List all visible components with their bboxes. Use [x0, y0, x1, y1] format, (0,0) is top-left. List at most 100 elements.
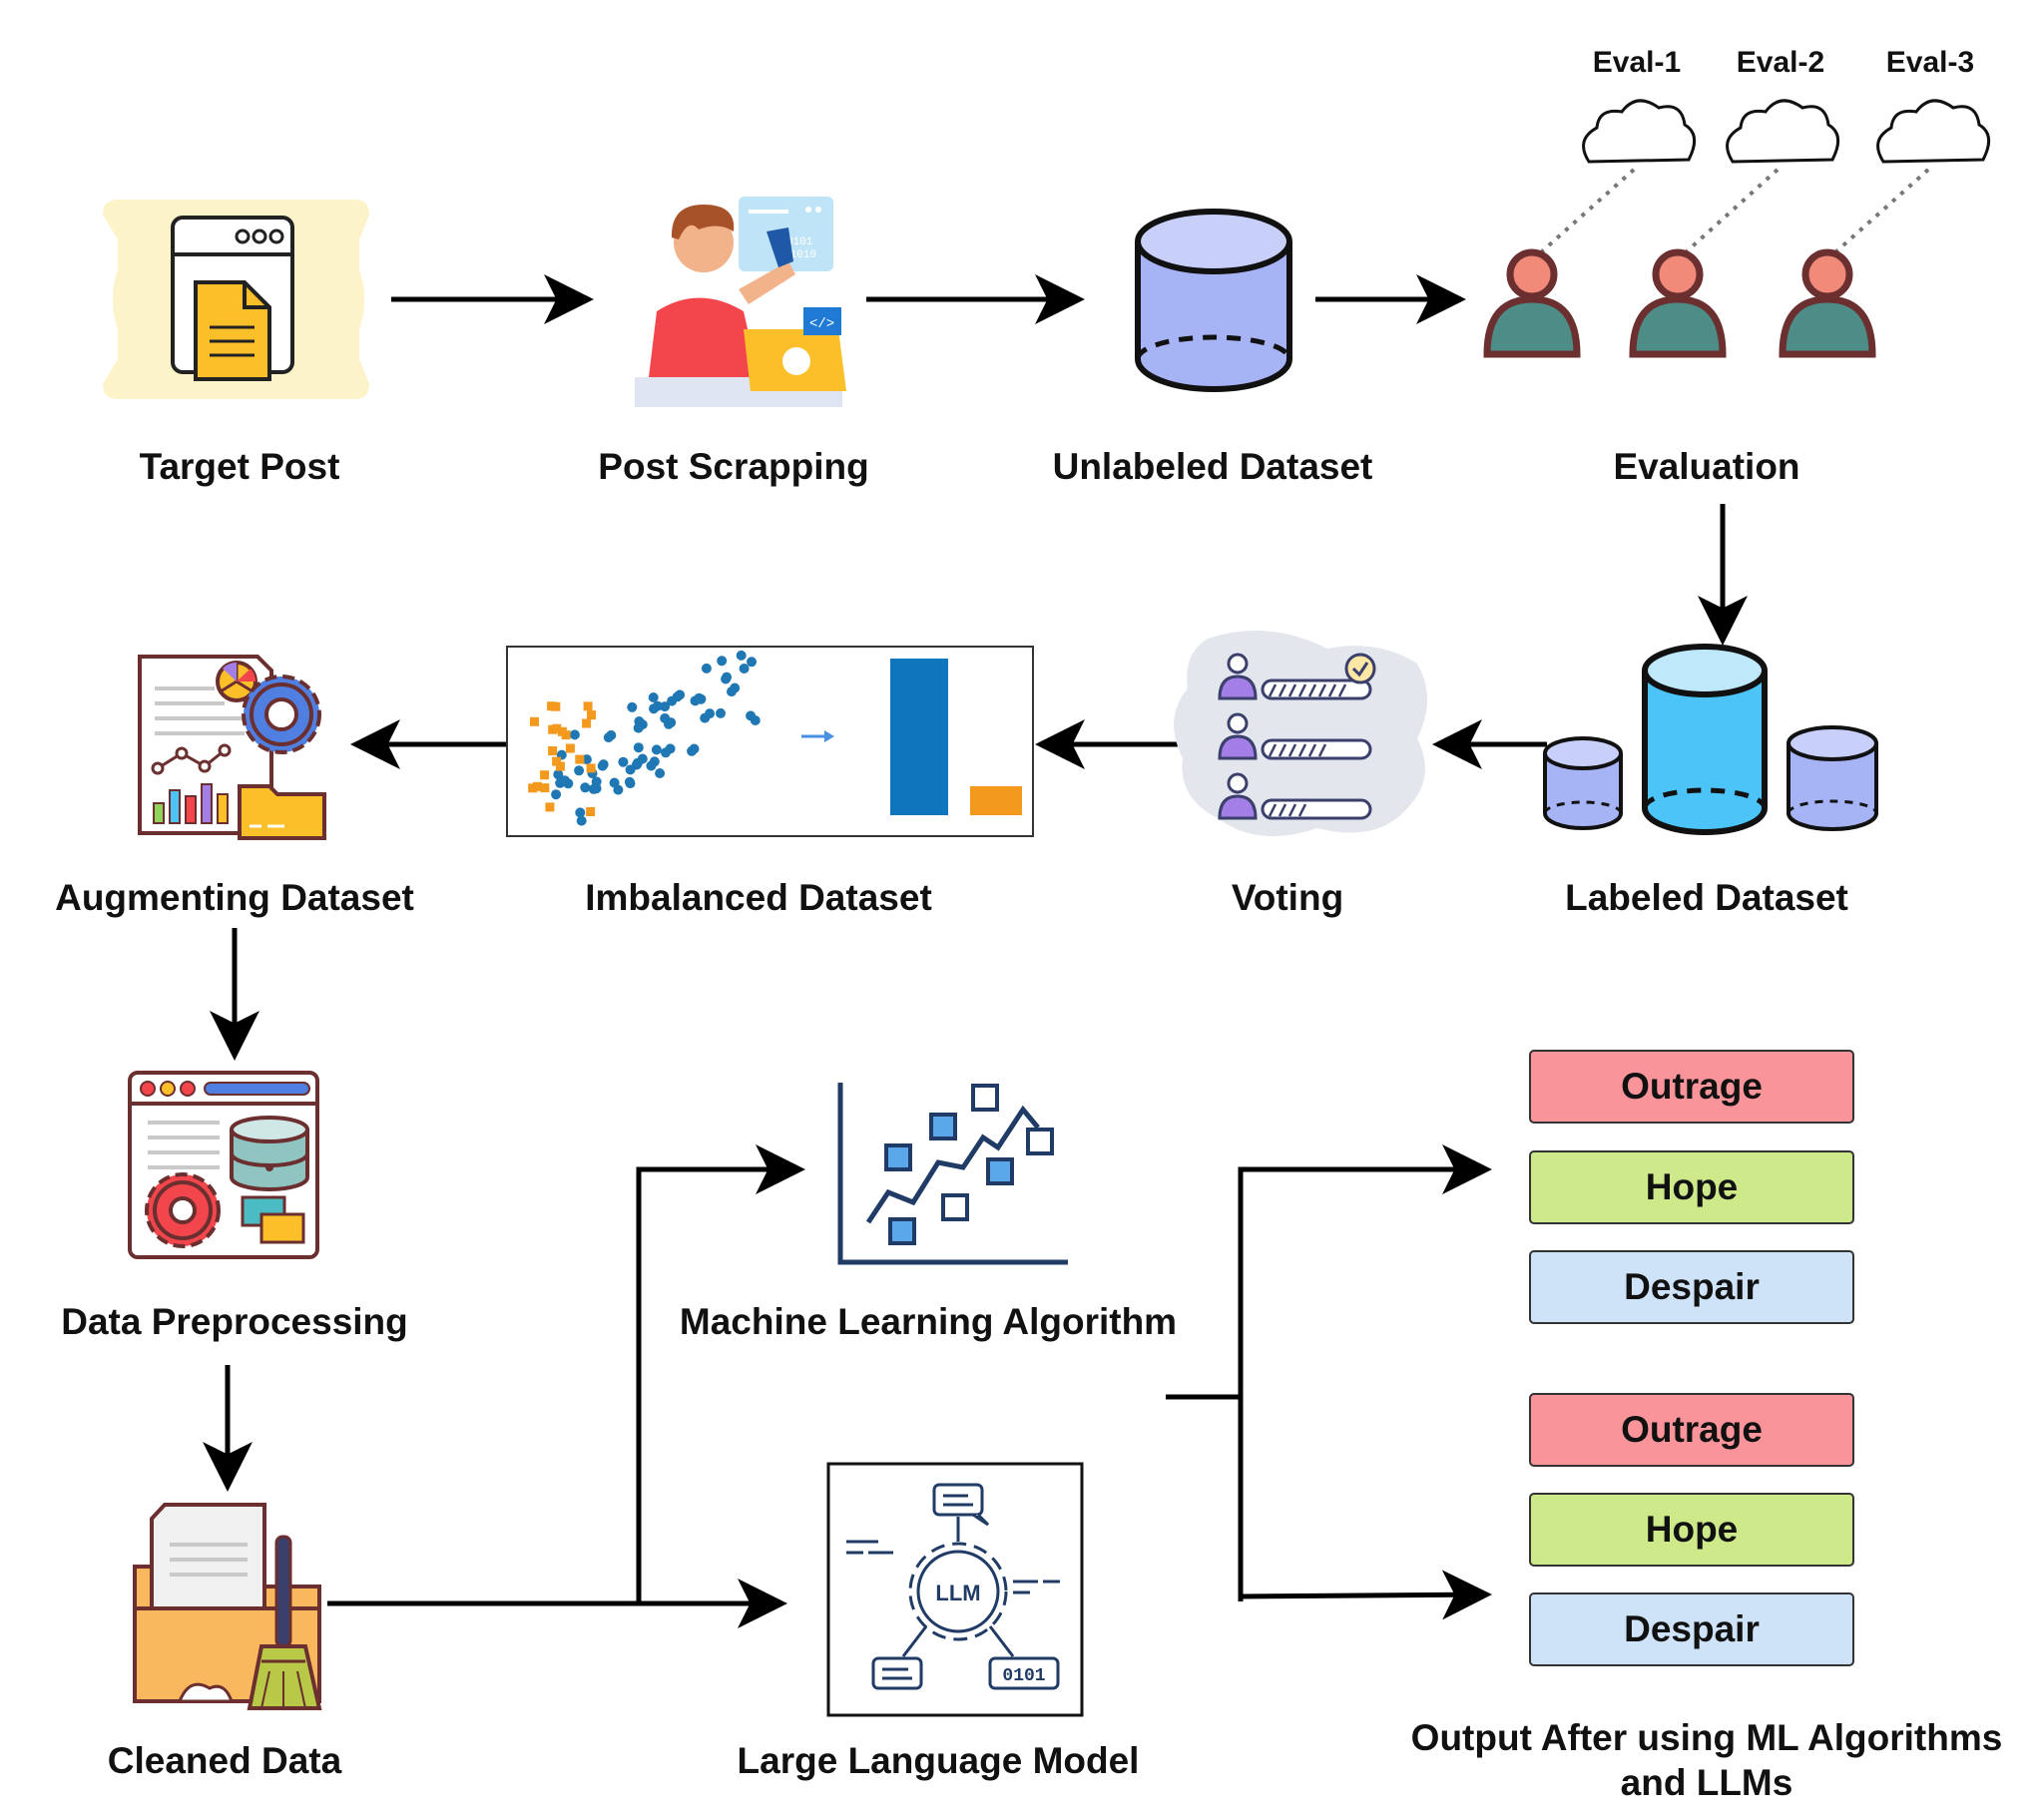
eval-2-label: Eval-2	[1736, 46, 1825, 79]
scatter-square	[582, 718, 592, 728]
unlabeled-dataset-icon	[1135, 209, 1292, 392]
scatter-dot	[664, 718, 674, 729]
eval-3-label: Eval-3	[1885, 46, 1975, 79]
scatter-dot	[694, 692, 705, 703]
scatter-dot	[716, 707, 726, 718]
data-preprocessing-icon	[128, 1071, 319, 1259]
cloud-icon	[1582, 99, 1697, 164]
scatter-dot	[574, 765, 585, 776]
ml-output-despair: Despair	[1529, 1250, 1854, 1324]
augmenting-dataset-label: Augmenting Dataset	[55, 877, 414, 918]
labeled-dataset-label: Labeled Dataset	[1565, 877, 1848, 918]
scatter-dot	[553, 769, 564, 780]
scatter-dot	[624, 776, 635, 787]
scatter-dot	[632, 757, 643, 768]
imbalanced-dataset-panel	[506, 646, 1034, 837]
data-preprocessing-label: Data Preprocessing	[61, 1301, 408, 1342]
scatter-square	[586, 763, 596, 773]
scatter-square	[548, 724, 558, 734]
scatter-square	[540, 783, 550, 793]
scatter-dot	[736, 650, 747, 661]
scatter-square	[565, 743, 575, 753]
scatter-square	[552, 756, 562, 766]
scatter-dot	[717, 656, 728, 667]
scatter-dot	[606, 729, 617, 740]
scatter-square	[532, 781, 542, 791]
labeled-dataset-icon	[1543, 644, 1878, 835]
scatter-dot	[747, 657, 757, 668]
scatter-dot	[575, 807, 586, 818]
scatter-square	[587, 710, 596, 720]
connectors	[203, 274, 1748, 1628]
evaluator-clouds	[1582, 99, 1991, 164]
scatter-dot	[701, 663, 712, 674]
scatter-dot	[580, 782, 591, 793]
scatter-square	[528, 783, 538, 793]
scatter-dot	[746, 710, 757, 721]
eval-1-label: Eval-1	[1592, 46, 1682, 79]
scatter-dot	[633, 722, 644, 733]
scatter-square	[540, 770, 550, 780]
evaluator-persons	[1483, 248, 1876, 358]
cleaned-data-label: Cleaned Data	[107, 1740, 342, 1781]
cleaned-data-icon	[133, 1503, 322, 1710]
scatter-dot	[648, 692, 659, 702]
scatter-square	[548, 746, 558, 755]
scatter-dot	[727, 686, 737, 697]
scatter-dot	[722, 672, 733, 682]
llm-label: Large Language Model	[737, 1740, 1140, 1781]
scatter-dot	[609, 777, 620, 788]
post-scrapping-label: Post Scrapping	[598, 446, 869, 487]
scatter-dot	[597, 760, 608, 771]
person-icon	[1779, 248, 1876, 358]
target-post-icon	[103, 200, 369, 399]
scatter-dot	[551, 789, 562, 800]
scatter-square	[586, 807, 596, 816]
scatter-dots	[528, 650, 761, 826]
post-scrapping-icon: 0101 01010 </>	[635, 197, 846, 407]
scatter-dot	[689, 743, 700, 754]
scatter-dot	[661, 747, 671, 758]
scatter-dot	[633, 742, 644, 753]
scatter-dot	[581, 754, 592, 765]
minority-bar	[970, 786, 1022, 815]
scatter-dot	[705, 708, 716, 719]
scatter-square	[555, 761, 565, 771]
scatter-square	[530, 716, 539, 726]
vote-row	[1218, 712, 1372, 760]
llm-icon: LLM 0101	[826, 1462, 1084, 1717]
person-icon	[1483, 248, 1581, 358]
scatter-dot	[739, 664, 750, 674]
gear-icon	[242, 675, 321, 754]
cloud-icon	[1876, 99, 1991, 164]
ml-algorithm-icon	[837, 1083, 1068, 1265]
scatter-square	[545, 802, 555, 812]
ml-output-outrage: Outrage	[1529, 1050, 1854, 1124]
llm-output-hope: Hope	[1529, 1493, 1854, 1567]
scatter-dot	[655, 768, 666, 778]
scatter-square	[575, 754, 585, 764]
augmenting-dataset-icon	[138, 655, 326, 840]
scatter-dot	[588, 783, 599, 794]
vote-row	[1218, 772, 1372, 820]
scatter-dot	[651, 744, 662, 755]
gear-icon	[145, 1172, 221, 1248]
evaluator-links	[1540, 168, 1930, 253]
evaluation-label: Evaluation	[1613, 446, 1800, 487]
scatter-square	[583, 701, 593, 711]
scatter-dot	[559, 775, 570, 786]
cloud-icon	[1726, 99, 1840, 164]
llm-icon-text: LLM	[935, 1581, 980, 1605]
voting-label: Voting	[1231, 877, 1344, 918]
svg-text:0101: 0101	[786, 236, 813, 248]
majority-bar	[890, 659, 948, 815]
scatter-dot	[649, 756, 660, 767]
scatter-dot	[618, 756, 629, 767]
scatter-square	[551, 701, 561, 711]
scatter-dot	[576, 815, 587, 826]
scatter-dot	[569, 729, 580, 740]
scatter-dot	[672, 691, 683, 702]
llm-output-outrage: Outrage	[1529, 1393, 1854, 1467]
scatter-dot	[660, 701, 671, 712]
